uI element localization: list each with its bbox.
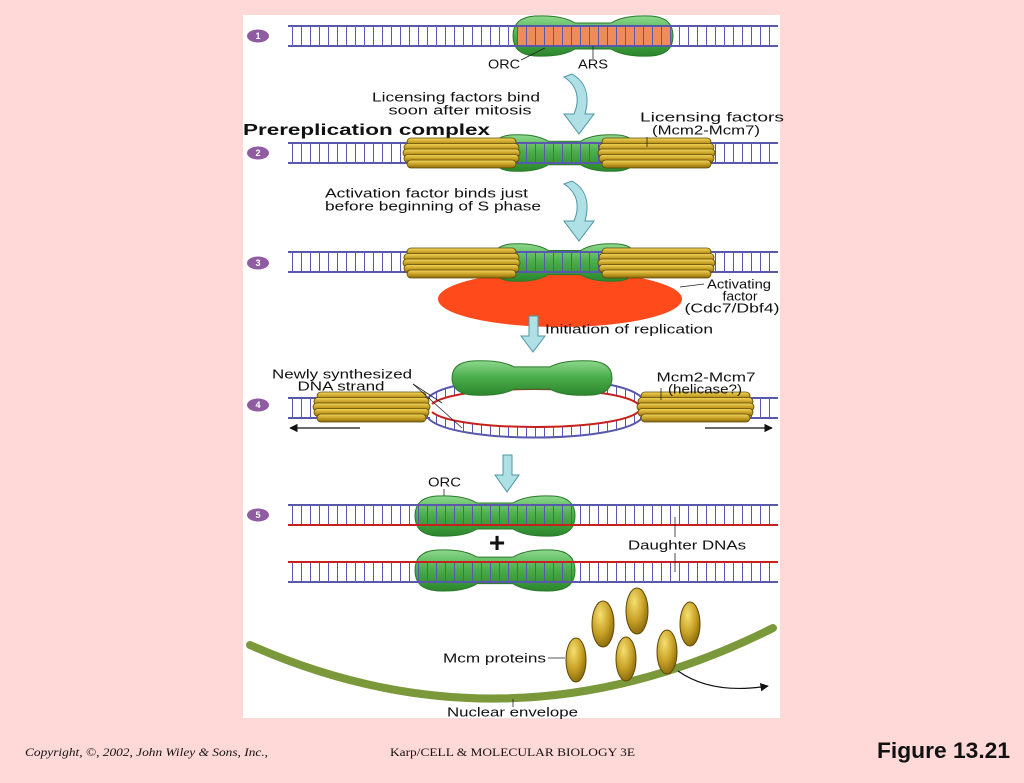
step-1: 1 ORC ARS [247,15,778,72]
activator-label-line-1: Activating [707,277,771,292]
ars-label: ARS [578,57,608,72]
mcm-helicase-left [312,391,431,423]
step-2: 2 Licensing factors (Mcm2-Mcm7) [247,110,785,172]
helicase-label-line-2: (helicase?) [668,382,742,397]
helicase-label-line-1: Mcm2-Mcm7 [657,370,756,385]
activator-label-line-2: factor [723,289,759,304]
mcm-protein [591,600,615,648]
bubble-rungs-bottom [428,412,642,438]
badge-number: 5 [255,510,260,520]
mcm-complex-left [402,247,521,279]
mcm-protein [656,629,678,675]
mcm-helicase-right [636,391,755,423]
bubble-parental-bottom [427,417,643,439]
badge-number: 2 [255,148,260,158]
licensing-label-line-1: Licensing factors [640,110,785,125]
dna-rungs-daughter-1 [288,505,778,525]
activator-label-line-3: (Cdc7/Dbf4) [685,301,780,316]
prereplication-complex-title: Prereplication complex [243,122,490,139]
badge-number: 3 [255,258,260,268]
badge-shape [247,29,269,43]
nuclear-envelope [246,624,777,703]
badge-step-5: 5 [247,508,269,522]
mcm-complex-right [597,247,716,279]
new-strand-leader-1 [412,383,443,404]
new-strand-label-line-2: DNA strand [298,379,385,394]
step-5: 5 ORC + Daughter DNAs Nuclear envelope [246,475,778,720]
copyright-text: Copyright, ©, 2002, John Wiley & Sons, I… [25,745,268,759]
orc-leader-line [520,47,546,61]
step-4: 4 Newly synthesized DNA strand Mcm2-Mcm7… [247,360,778,439]
mcm-proteins [565,587,701,683]
down-arrow-icon [520,315,546,353]
transition-1-line-1: Licensing factors bind [372,90,540,105]
orc-label: ORC [488,57,520,72]
transition-3: Initiation of replication [520,315,713,353]
step-3: 3 Activating factor (Cdc7/Dbf4) [247,243,780,327]
dna-rungs [288,26,778,46]
orc-label: ORC [428,475,461,490]
mcm-protein [565,637,587,683]
activator-leader-line [679,283,705,288]
activating-factor [438,271,682,327]
transition-2: Activation factor binds just before begi… [325,180,595,242]
transition-1-line-2: soon after mitosis [389,103,533,118]
nuclear-envelope-label: Nuclear envelope [447,705,578,720]
transition-1: Licensing factors bind soon after mitosi… [372,73,595,135]
mcm-complex-left [402,137,521,169]
transition-2-line-2: before beginning of S phase [325,199,541,214]
mcm-protein [625,587,649,635]
new-strand-bottom [431,411,652,428]
badge-step-4: 4 [247,398,269,412]
mcm-proteins-label: Mcm proteins [443,651,547,666]
badge-shape [247,398,269,412]
daughter-dnas-label: Daughter DNAs [628,538,747,553]
new-strand-leader-2 [412,383,463,429]
transition-3-label: Initiation of replication [545,322,713,337]
badge-step-3: 3 [247,256,269,270]
figure-number: Figure 13.21 [877,738,1010,763]
badge-shape [247,146,269,160]
badge-step-2: 2 [247,146,269,160]
transition-2-line-1: Activation factor binds just [325,186,529,201]
new-strand-label-line-1: Newly synthesized [272,367,412,382]
down-arrow-icon [494,454,520,493]
badge-number: 4 [255,400,260,410]
badge-step-1: 1 [247,29,269,43]
source-text: Karp/CELL & MOLECULAR BIOLOGY 3E [390,745,635,759]
plus-sign: + [489,527,505,558]
mcm-protein [615,636,637,682]
badge-number: 1 [255,31,260,41]
mcm-complex-right [597,137,716,169]
export-arrow [677,670,769,692]
slide-footer: Copyright, ©, 2002, John Wiley & Sons, I… [25,738,1010,763]
mcm-protein [679,601,701,647]
licensing-label-line-2: (Mcm2-Mcm7) [652,123,760,138]
badge-shape [247,508,269,522]
dna-rungs-daughter-2 [288,562,778,582]
badge-shape [247,256,269,270]
